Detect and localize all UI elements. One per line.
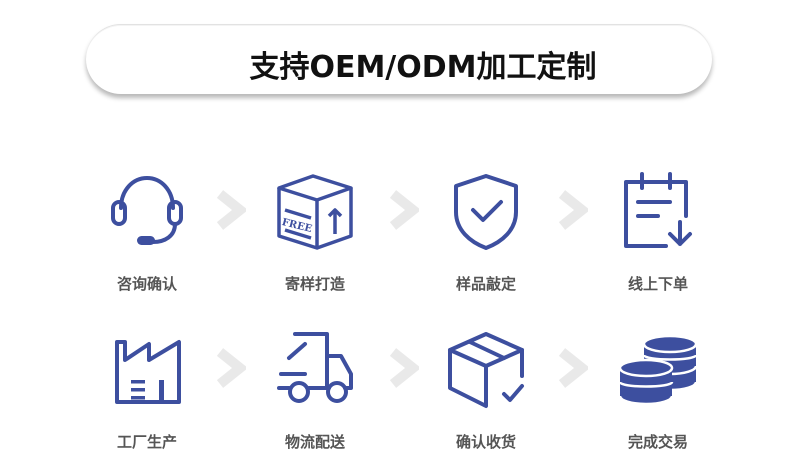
step-factory: 工厂生产	[82, 330, 212, 460]
step-label: 样品敲定	[455, 275, 516, 293]
coin-stack-icon	[618, 334, 698, 406]
step-label: 确认收货	[455, 433, 516, 451]
step-consult: 咨询确认	[82, 172, 212, 302]
step-receive: 确认收货	[421, 330, 551, 460]
step-order: 线上下单	[593, 172, 723, 302]
package-check-icon	[448, 332, 524, 408]
title-banner: 支持OEM/ODM加工定制	[86, 24, 712, 94]
free-sample-box-icon: FREE	[277, 174, 353, 250]
clipboard-download-icon	[624, 172, 692, 248]
step-sample: FREE 寄样打造	[250, 172, 380, 302]
chevron-right-icon	[558, 190, 588, 230]
factory-icon	[115, 340, 181, 404]
step-label: 咨询确认	[116, 275, 177, 293]
chevron-right-icon	[389, 190, 419, 230]
headset-icon	[111, 176, 183, 245]
chevron-right-icon	[558, 348, 588, 388]
step-label: 寄样打造	[284, 275, 345, 293]
step-label: 物流配送	[284, 433, 345, 451]
step-confirm-sample: 样品敲定	[421, 172, 551, 302]
page-title: 支持OEM/ODM加工定制	[249, 50, 597, 85]
step-label: 完成交易	[627, 433, 688, 451]
chevron-right-icon	[389, 348, 419, 388]
delivery-truck-icon	[277, 332, 353, 403]
chevron-right-icon	[216, 348, 246, 388]
step-label: 工厂生产	[116, 433, 177, 451]
chevron-right-icon	[216, 190, 246, 230]
step-logistics: 物流配送	[250, 330, 380, 460]
step-label: 线上下单	[627, 275, 688, 293]
step-complete: 完成交易	[593, 330, 723, 460]
shield-check-icon	[454, 174, 518, 250]
